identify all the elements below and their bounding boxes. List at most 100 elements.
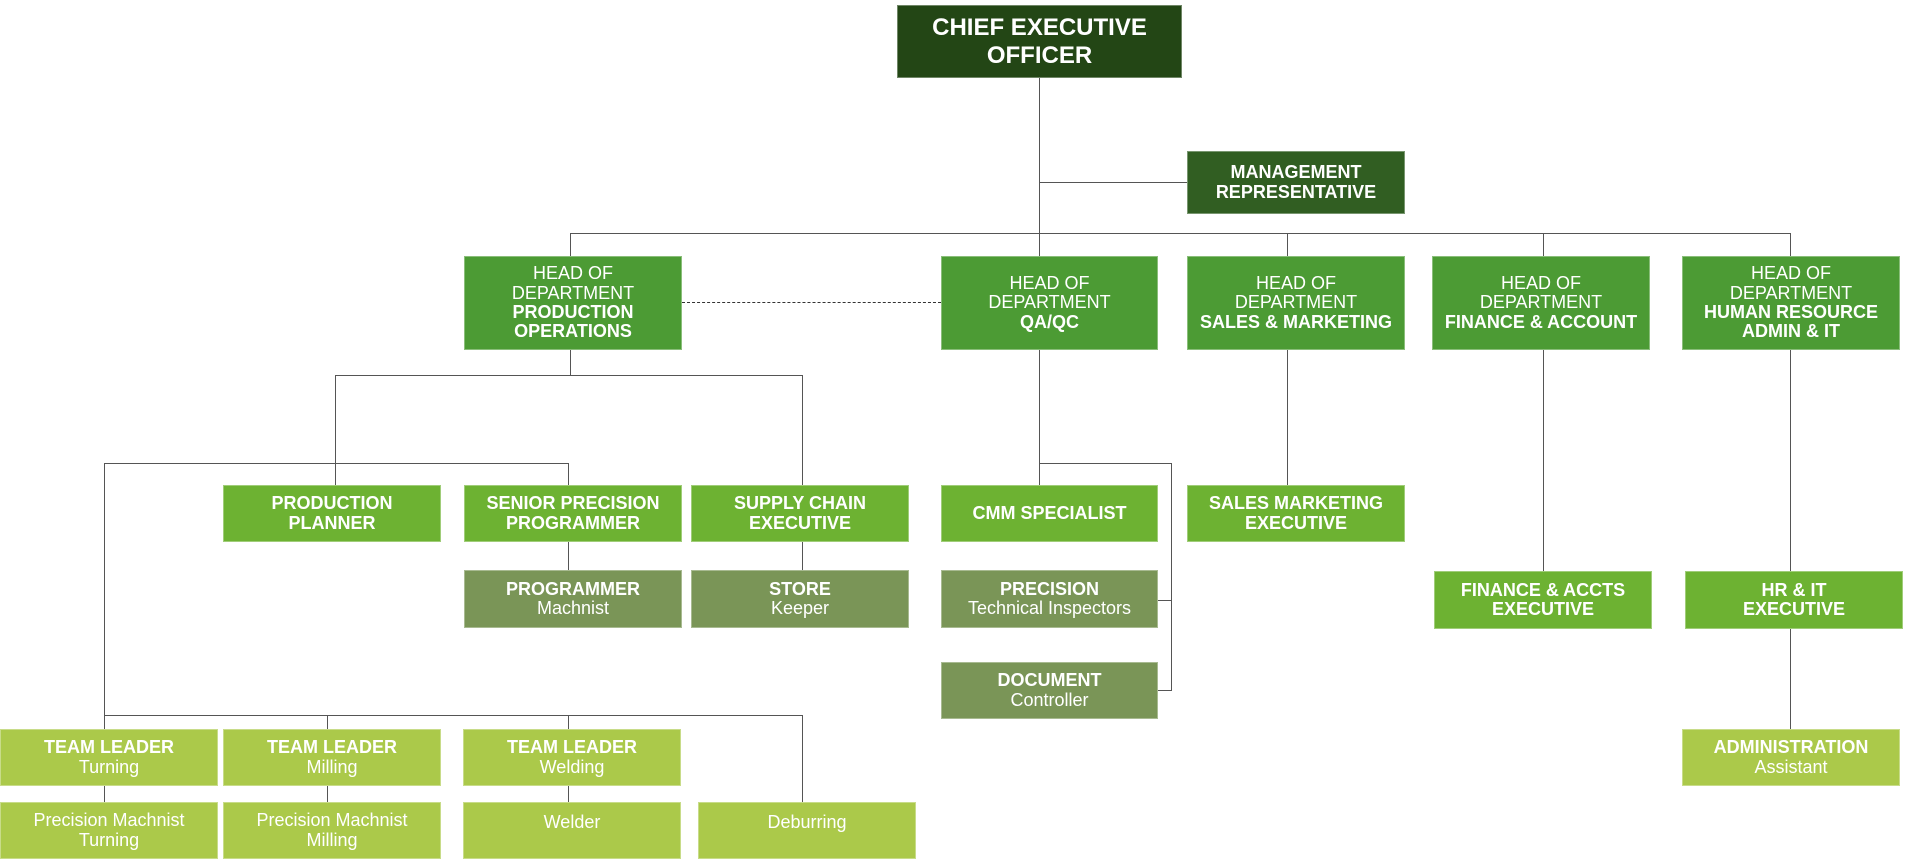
node-line2: EXECUTIVE	[748, 512, 852, 533]
connector-drop-deburring	[802, 715, 803, 802]
hod-prefix-1: HEAD OF	[1500, 272, 1581, 293]
connector-drop-planner	[335, 375, 336, 485]
node-deburring: Deburring	[698, 802, 916, 859]
hod-prefix-1: HEAD OF	[1750, 263, 1831, 284]
node-team-leader-milling: TEAM LEADER Milling	[223, 729, 441, 786]
hod-dept-2: ADMIN & IT	[1742, 321, 1840, 342]
connector-mgmt-rep	[1039, 182, 1187, 183]
hod-prefix-1: HEAD OF	[1255, 272, 1336, 293]
node-line2: EXECUTIVE	[1742, 599, 1846, 619]
hod-prefix-1: HEAD OF	[1009, 272, 1090, 293]
node-line2: EXECUTIVE	[1244, 512, 1348, 533]
node-line1: HR & IT	[1761, 579, 1827, 600]
node-hod-finance: HEAD OF DEPARTMENT FINANCE & ACCOUNT	[1432, 256, 1650, 350]
hod-prefix-2: DEPARTMENT	[1479, 292, 1603, 313]
node-title: ADMINISTRATION	[1713, 737, 1869, 758]
connector-drop-sales	[1287, 233, 1288, 256]
node-hr-it-executive: HR & IT EXECUTIVE	[1685, 571, 1903, 629]
connector-team-bus	[104, 715, 803, 716]
connector-drop-hr	[1790, 233, 1791, 256]
node-management-representative: MANAGEMENT REPRESENTATIVE	[1187, 151, 1405, 214]
node-sub: Controller	[1010, 689, 1089, 710]
node-title: STORE	[769, 578, 831, 599]
hod-dept-2: OPERATIONS	[514, 321, 632, 342]
node-supply-chain-executive: SUPPLY CHAIN EXECUTIVE	[691, 485, 909, 542]
node-sub: Welding	[539, 756, 605, 777]
connector-ceo-trunk	[1039, 78, 1040, 233]
connector-sales-trunk	[1287, 350, 1288, 485]
connector-dotted-production-qaqc	[682, 302, 941, 303]
connector-tl-turning-worker	[104, 786, 105, 802]
hod-dept-1: SALES & MARKETING	[1199, 311, 1392, 332]
node-ceo-title: CHIEF EXECUTIVE OFFICER	[932, 13, 1147, 69]
connector-drop-supply	[802, 375, 803, 485]
node-title: CMM SPECIALIST	[972, 502, 1127, 523]
connector-production-trunk	[570, 350, 571, 375]
node-welder: Welder	[463, 802, 681, 859]
node-finance-accts-executive: FINANCE & ACCTS EXECUTIVE	[1434, 571, 1652, 629]
node-line1: Deburring	[767, 812, 847, 832]
connector-qaqc-document	[1158, 690, 1172, 691]
node-precision-technical-inspectors: PRECISION Technical Inspectors	[941, 570, 1158, 628]
node-title: TEAM LEADER	[507, 737, 637, 758]
node-hod-hr: HEAD OF DEPARTMENT HUMAN RESOURCE ADMIN …	[1682, 256, 1900, 350]
hod-prefix-2: DEPARTMENT	[988, 292, 1111, 313]
node-sub: Machnist	[536, 598, 610, 618]
node-line1: SUPPLY CHAIN	[733, 493, 867, 514]
hod-prefix-2: DEPARTMENT	[1729, 282, 1853, 303]
connector-qaqc-precision	[1158, 600, 1172, 601]
node-sub: Turning	[78, 756, 140, 777]
node-title: PRECISION	[999, 578, 1100, 599]
connector-drop-finance	[1543, 233, 1544, 256]
connector-drop-tl-turning	[104, 715, 105, 729]
node-production-planner: PRODUCTION PLANNER	[223, 485, 441, 542]
node-hod-qaqc: HEAD OF DEPARTMENT QA/QC	[941, 256, 1158, 350]
node-line1: SENIOR PRECISION	[486, 493, 660, 514]
hod-dept-1: HUMAN RESOURCE	[1703, 302, 1878, 322]
node-precision-machnist-turning: Precision Machnist Turning	[0, 802, 218, 859]
node-line2: EXECUTIVE	[1491, 599, 1595, 619]
node-precision-machnist-milling: Precision Machnist Milling	[223, 802, 441, 859]
connector-drop-tl-milling	[327, 715, 328, 729]
node-hod-production: HEAD OF DEPARTMENT PRODUCTION OPERATIONS	[464, 256, 682, 350]
connector-senior-to-programmer	[568, 542, 569, 570]
connector-finance-trunk	[1543, 350, 1544, 571]
connector-qaqc-bracket-side	[1171, 463, 1172, 690]
connector-hr-trunk	[1790, 350, 1791, 571]
node-line2: PROGRAMMER	[506, 512, 640, 533]
node-line1: SALES MARKETING	[1208, 493, 1383, 514]
connector-drop-production	[570, 233, 571, 256]
connector-head-bus	[570, 233, 1791, 234]
connector-tl-welding-worker	[568, 786, 569, 802]
connector-drop-tl-welding	[568, 715, 569, 729]
node-sales-marketing-executive: SALES MARKETING EXECUTIVE	[1187, 485, 1405, 542]
node-title: DOCUMENT	[997, 670, 1102, 691]
node-team-leader-welding: TEAM LEADER Welding	[463, 729, 681, 786]
node-ceo: CHIEF EXECUTIVE OFFICER	[897, 5, 1182, 78]
node-hod-sales: HEAD OF DEPARTMENT SALES & MARKETING	[1187, 256, 1405, 350]
node-title: TEAM LEADER	[44, 737, 174, 758]
hod-prefix-2: DEPARTMENT	[511, 282, 635, 303]
node-team-leader-turning: TEAM LEADER Turning	[0, 729, 218, 786]
node-document-controller: DOCUMENT Controller	[941, 662, 1158, 719]
node-line1: FINANCE & ACCTS	[1460, 579, 1626, 600]
node-sub: Assistant	[1754, 756, 1828, 777]
node-senior-precision-programmer: SENIOR PRECISION PROGRAMMER	[464, 485, 682, 542]
connector-hr-admin	[1790, 628, 1791, 729]
node-administration-assistant: ADMINISTRATION Assistant	[1682, 729, 1900, 786]
hod-dept-1: QA/QC	[1019, 311, 1079, 332]
node-title: PROGRAMMER	[506, 578, 640, 599]
node-line1: Precision Machnist	[256, 810, 408, 831]
connector-drop-qaqc	[1039, 233, 1040, 256]
hod-prefix-2: DEPARTMENT	[1234, 292, 1358, 313]
node-programmer-machnist: PROGRAMMER Machnist	[464, 570, 682, 628]
node-line2: Turning	[78, 829, 140, 850]
connector-drop-senior-programmer	[568, 463, 569, 485]
connector-production-bus	[335, 375, 803, 376]
node-sub: Technical Inspectors	[967, 598, 1132, 618]
hod-dept-1: PRODUCTION	[512, 302, 634, 322]
node-sub: Keeper	[770, 598, 830, 618]
node-title: TEAM LEADER	[267, 737, 397, 758]
connector-qaqc-trunk	[1039, 350, 1040, 485]
connector-team-trunk	[104, 463, 105, 715]
